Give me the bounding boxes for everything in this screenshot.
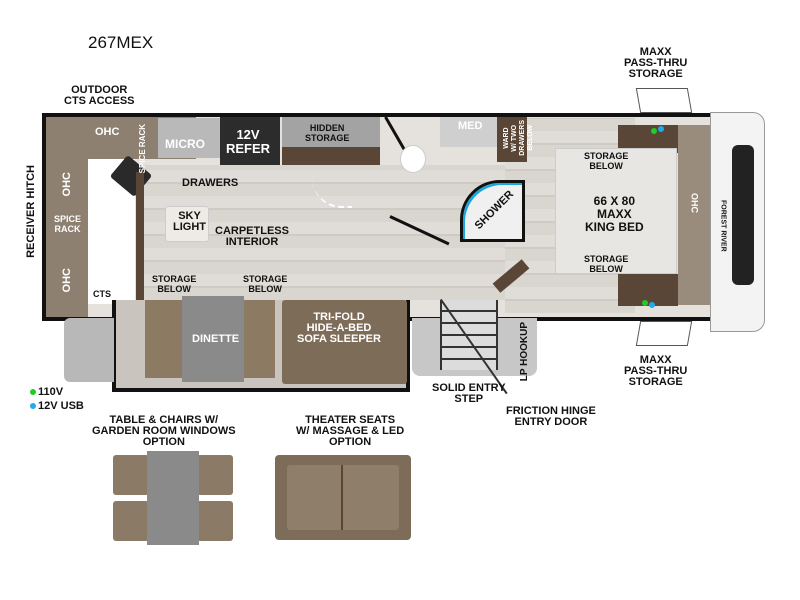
outlet-110v-icon <box>651 128 657 134</box>
front-ohc-label: OHC <box>689 193 700 213</box>
med-label: MED <box>458 120 483 132</box>
microwave <box>158 118 220 158</box>
hidden-storage <box>282 117 380 147</box>
spice-rack-top-label: SPICE RACK <box>138 124 147 174</box>
dinette-table <box>182 296 244 382</box>
refer-label: 12V REFER <box>226 127 271 156</box>
legend-usb-dot <box>30 403 36 409</box>
lp-hookup-label: LP HOOKUP <box>519 322 530 382</box>
solid-entry-step-label: SOLID ENTRY STEP <box>432 382 506 405</box>
drawers-label: DRAWERS <box>182 177 239 189</box>
wardrobe <box>497 117 527 162</box>
storage-below-label-2: STORAGE BELOW <box>243 274 288 294</box>
outlet-110v-icon <box>642 300 648 306</box>
legend-110v-label: 110V <box>38 386 64 398</box>
model-title: 267MEX <box>88 33 154 52</box>
skylight <box>165 206 209 242</box>
outlet-usb-icon <box>649 302 655 308</box>
legend-usb-label: 12V USB <box>38 400 84 412</box>
refrigerator <box>220 117 280 165</box>
storage-below-label-1: STORAGE BELOW <box>152 274 197 294</box>
spice-rack-left-label: SPICE RACK <box>54 214 82 234</box>
theater-seats-option <box>275 455 411 540</box>
pass-thru-door-bottom <box>635 321 693 346</box>
bed-storage-below-top-label: STORAGE BELOW <box>584 151 629 171</box>
nightstand-bottom <box>618 274 678 306</box>
hidden-storage-base <box>282 147 380 165</box>
sofa <box>282 300 407 384</box>
brand-logo: FOREST RIVER <box>719 200 727 252</box>
friction-hinge-entry-door-label: FRICTION HINGE ENTRY DOOR <box>506 405 596 428</box>
ohc-left-1-label: OHC <box>61 172 73 197</box>
option-table-chairs-title: TABLE & CHAIRS W/ GARDEN ROOM WINDOWS OP… <box>92 414 236 448</box>
table-chairs-option <box>113 451 233 545</box>
option-theater-seats-title: THEATER SEATS W/ MASSAGE & LED OPTION <box>296 414 405 448</box>
dinette-label: DINETTE <box>192 333 240 345</box>
king-bed <box>555 148 677 274</box>
hidden-storage-label: HIDDEN STORAGE <box>305 123 350 143</box>
cts-label: CTS <box>93 289 111 299</box>
med-cabinet <box>440 117 502 147</box>
pass-thru-door-top <box>635 88 693 113</box>
front-window <box>732 145 754 285</box>
sofa-label: TRI-FOLD HIDE-A-BED SOFA SLEEPER <box>297 311 381 345</box>
ward-label: WARD W/ TWO DRAWERS BELOW <box>503 120 534 156</box>
pass-thru-bottom-label: MAXX PASS-THRU STORAGE <box>624 354 688 388</box>
front-ohc <box>678 125 710 305</box>
carpetless-interior-label: CARPETLESS INTERIOR <box>215 225 289 248</box>
rear-bumper <box>64 318 114 382</box>
island-edge <box>136 172 144 300</box>
bed-storage-below-bottom-label: STORAGE BELOW <box>584 254 629 274</box>
micro-label: MICRO <box>165 137 205 151</box>
toilet-icon <box>400 145 426 173</box>
pass-thru-top-label: MAXX PASS-THRU STORAGE <box>624 46 688 80</box>
outdoor-cts-access-label: OUTDOOR CTS ACCESS <box>64 84 135 107</box>
receiver-hitch-label: RECEIVER HITCH <box>25 165 37 258</box>
sky-light-label: SKY LIGHT <box>173 210 206 233</box>
ohc-left-2-label: OHC <box>61 268 73 293</box>
outlet-usb-icon <box>658 126 664 132</box>
king-bed-label: 66 X 80 MAXX KING BED <box>585 194 644 234</box>
legend-110v-dot <box>30 389 36 395</box>
ohc-top-label: OHC <box>95 126 120 138</box>
